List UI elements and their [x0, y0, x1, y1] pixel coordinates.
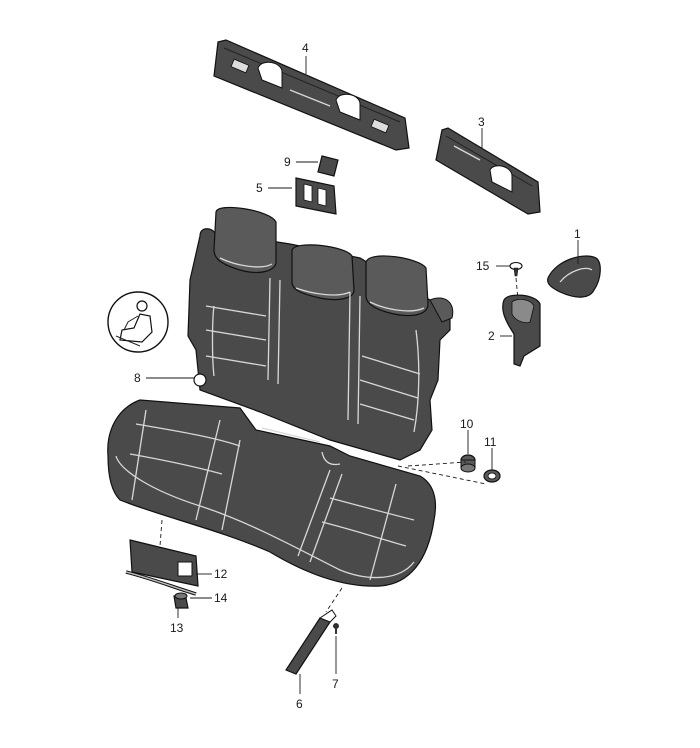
- part-6-strap[interactable]: [285, 609, 337, 675]
- callout-8: 8: [134, 371, 141, 385]
- callout-2: 2: [488, 329, 495, 343]
- callout-6: 6: [296, 697, 303, 711]
- part-7-screw[interactable]: [333, 623, 339, 635]
- callout-1: 1: [574, 227, 581, 241]
- callout-7: 7: [332, 677, 339, 691]
- callout-labels: 4 3 9 5 1 15 2 8 10 11 12 14 13 6 7: [134, 41, 581, 711]
- part-9-pad[interactable]: [317, 155, 339, 177]
- part-13-clip[interactable]: [173, 592, 189, 609]
- part-8-grommet[interactable]: [193, 373, 207, 387]
- part-15-screw[interactable]: [509, 261, 523, 277]
- callout-3: 3: [478, 115, 485, 129]
- part-12-bracket-panel[interactable]: [129, 539, 199, 587]
- part-1-cover-cap[interactable]: [547, 255, 601, 298]
- callout-12: 12: [214, 567, 228, 581]
- callout-5: 5: [256, 181, 263, 195]
- part-2-trim[interactable]: [502, 294, 541, 367]
- callout-4: 4: [302, 41, 309, 55]
- part-5-guide-frame[interactable]: [295, 177, 337, 215]
- callout-14: 14: [214, 591, 228, 605]
- callout-15: 15: [476, 259, 490, 273]
- backrest[interactable]: [187, 206, 454, 461]
- callout-10: 10: [460, 417, 474, 431]
- part-11-grommet[interactable]: [483, 469, 501, 483]
- seat-pictogram-icon: [107, 291, 169, 353]
- part-3-side-cover-panel[interactable]: [435, 127, 541, 215]
- part-14-cable[interactable]: [125, 570, 197, 596]
- seat-cushion[interactable]: [107, 399, 437, 587]
- part-4-rear-cover-panel[interactable]: [213, 39, 410, 151]
- leader-lines: [146, 56, 579, 694]
- part-10-clip[interactable]: [460, 454, 476, 473]
- assembly-lines: [159, 277, 519, 613]
- callout-11: 11: [484, 435, 497, 449]
- callout-13: 13: [170, 621, 184, 635]
- callout-9: 9: [284, 155, 291, 169]
